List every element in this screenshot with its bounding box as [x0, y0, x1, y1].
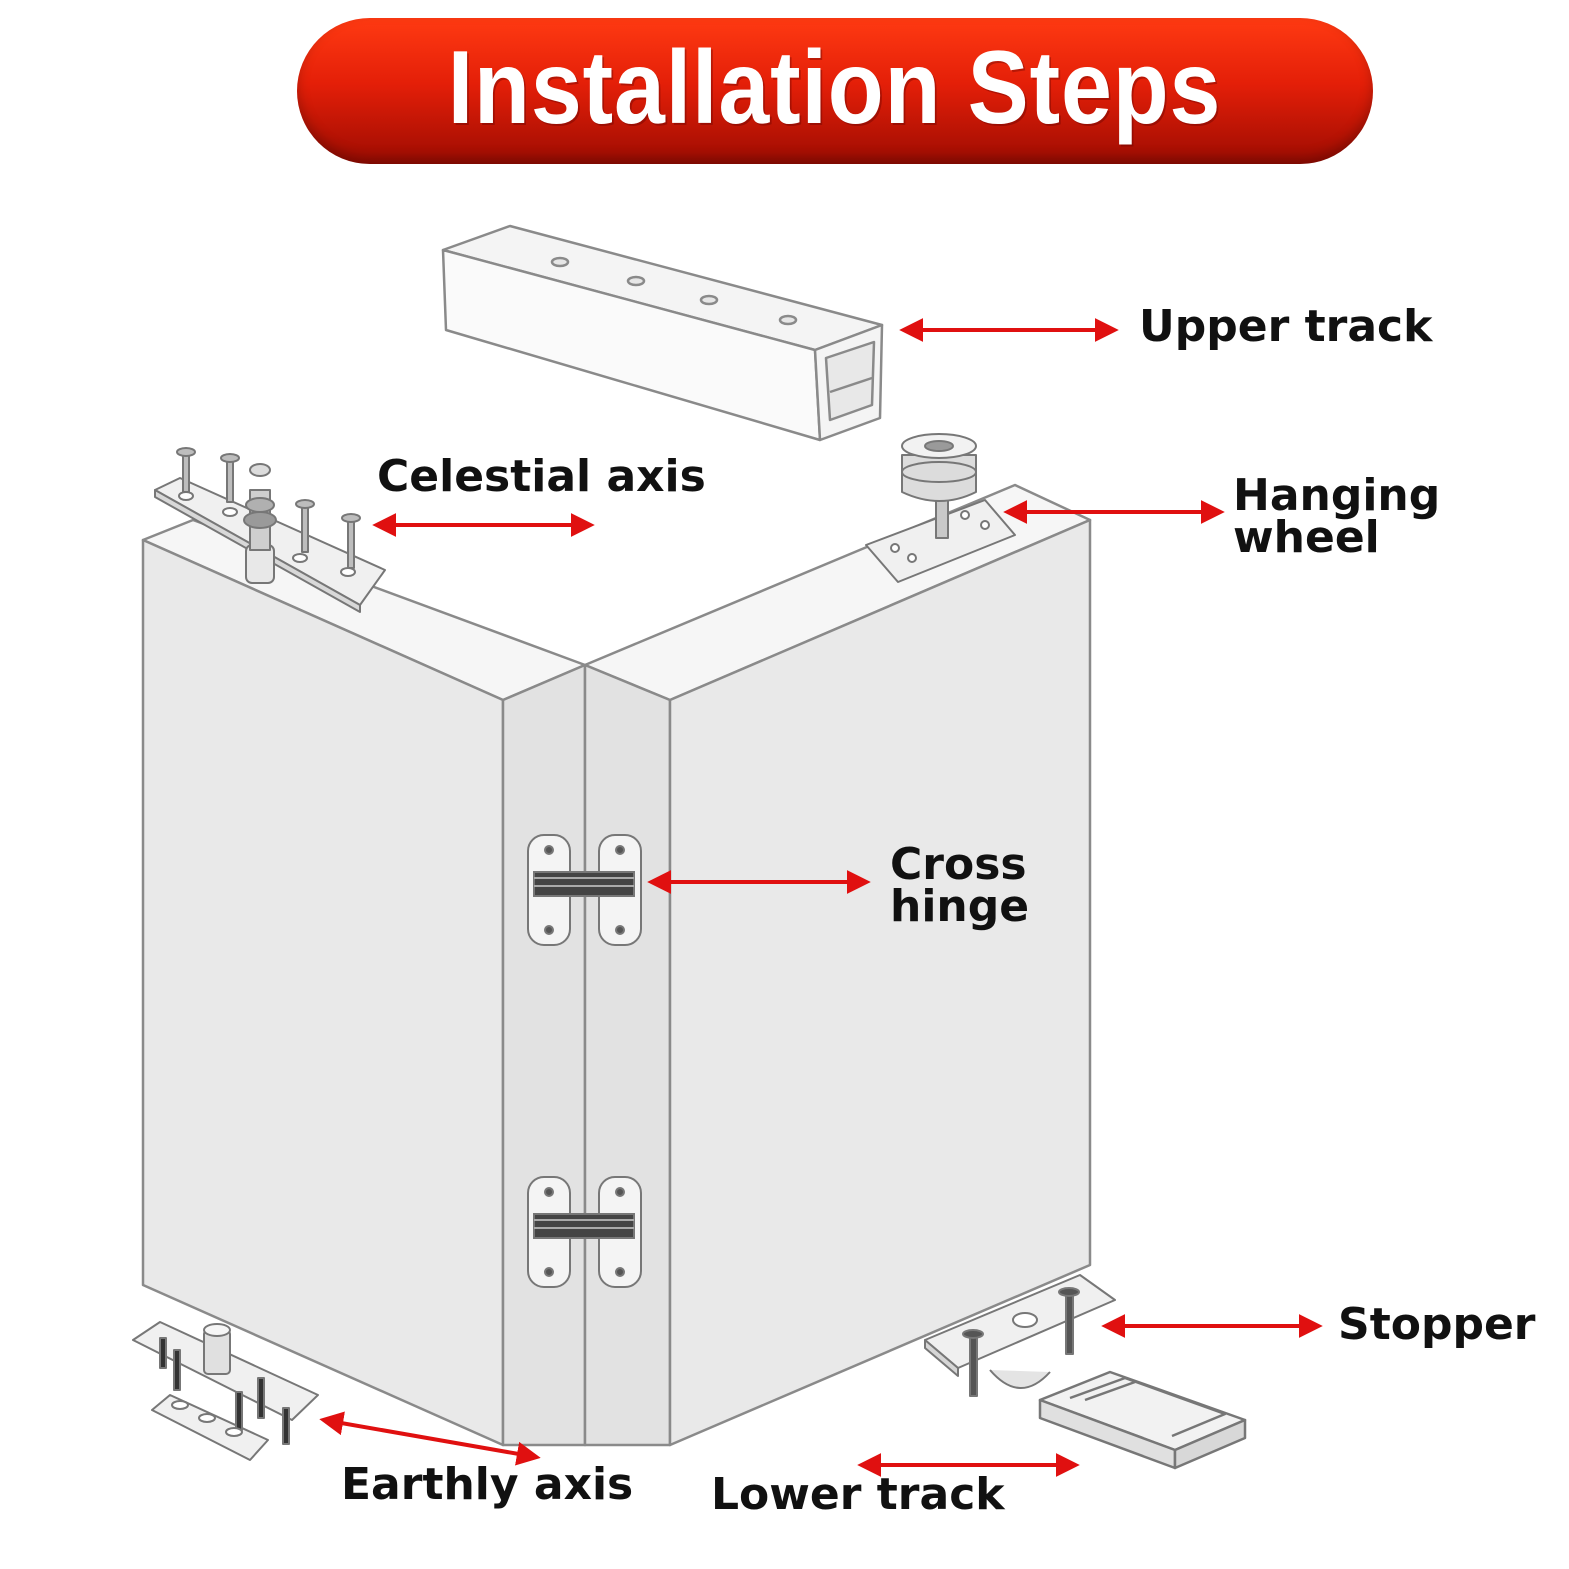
label-hanging-wheel: Hanging wheel: [1233, 470, 1441, 563]
upper-track-part: [441, 224, 884, 442]
arrow-earthly-axis: [319, 1411, 541, 1466]
label-celestial-axis: Celestial axis: [377, 451, 706, 502]
lower-track-part: [1038, 1370, 1247, 1470]
title-banner: Installation Steps: [297, 18, 1373, 164]
label-lower-track: Lower track: [711, 1469, 1005, 1520]
callout-arrows: [319, 318, 1323, 1477]
earthly-axis-part: [132, 1321, 319, 1461]
cross-hinge-lower: [527, 1176, 642, 1288]
hanging-wheel-part: [865, 433, 1016, 583]
stopper-part: [924, 1274, 1116, 1397]
folding-door: [141, 483, 1092, 1447]
label-earthly-axis: Earthly axis: [341, 1459, 634, 1510]
celestial-axis-part: [154, 447, 386, 613]
label-cross-hinge: Cross hinge: [890, 839, 1030, 932]
cross-hinge-upper: [527, 834, 642, 946]
label-upper-track: Upper track: [1139, 301, 1433, 352]
label-stopper: Stopper: [1338, 1299, 1536, 1350]
page-title: Installation Steps: [448, 30, 1222, 146]
